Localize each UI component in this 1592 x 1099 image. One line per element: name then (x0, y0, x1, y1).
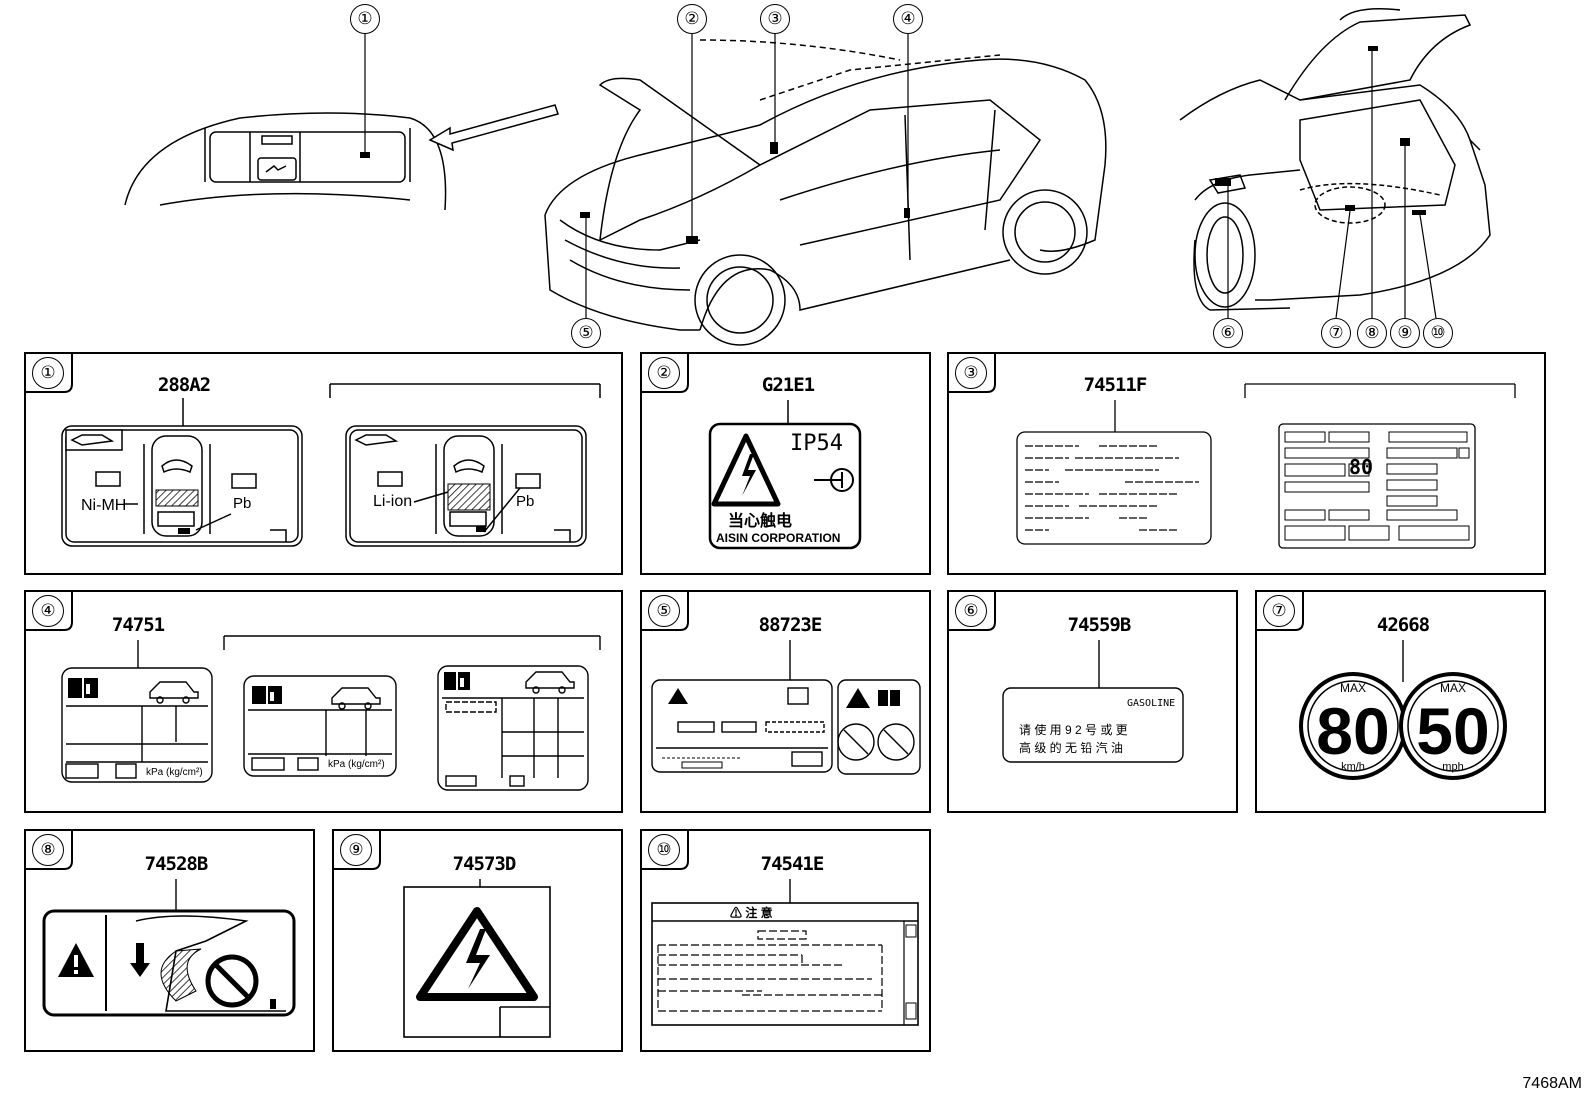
panel-74573D: ⑨ 74573D (332, 829, 623, 1052)
fuel-type-text: GASOLINE (1127, 698, 1175, 709)
part-number: G21E1 (761, 374, 815, 396)
speed-limit-label-drawing: MAX 80 km/h MAX 50 mph (1299, 640, 1507, 780)
tailgate-warning-label-drawing (42, 879, 296, 1017)
panel-74559B: ⑥ 74559B GASOLINE 请 使 用 9 2 号 或 更 高 级 的 … (947, 590, 1238, 813)
part-number: 74528B (144, 853, 209, 875)
airbag-label-drawing (651, 640, 921, 775)
callout-4: ④ (893, 4, 923, 34)
caution-header: ⚠ 注 意 (730, 905, 773, 920)
label-spot-1 (360, 152, 370, 158)
unit-mph: mph (1442, 761, 1463, 773)
battery-text-liion: Li-ion (373, 493, 412, 510)
part-number: 74511F (1083, 374, 1148, 396)
speed-kmh: 80 (1316, 694, 1389, 768)
panel-42668: ⑦ 42668 MAX 80 km/h MAX 50 mph (1255, 590, 1546, 813)
front-car-view (544, 30, 1107, 346)
battery-text-pb-right: Pb (516, 493, 534, 510)
vehicle-info-label-drawing: 80 (1016, 383, 1516, 549)
max-text-mph: MAX (1440, 681, 1466, 695)
ip-rating: IP54 (790, 431, 843, 456)
pressure-unit-b: kPa (kg/cm²) (328, 759, 385, 770)
fuel-line-2: 高 级 的 无 铅 汽 油 (1019, 740, 1123, 755)
panel-74541E: ⑩ 74541E ⚠ 注 意 (640, 829, 931, 1052)
battery-label-drawing: Ni-MH Pb Li-ion Pb (61, 383, 601, 547)
panel-number: ⑦ (1263, 595, 1295, 627)
panel-88723E: ⑤ 88723E (640, 590, 931, 813)
panel-G21E1: ② G21E1 IP54 当心触电 AISIN CORPORATION (640, 352, 931, 575)
pressure-unit-a: kPa (kg/cm²) (146, 767, 203, 778)
callout-6: ⑥ (1213, 318, 1243, 348)
panel-number: ⑨ (340, 834, 372, 866)
panel-74511F: ③ 74511F 80 (947, 352, 1546, 575)
high-voltage-label-drawing: IP54 当心触电 AISIN CORPORATION (708, 400, 862, 550)
callout-9: ⑨ (1390, 318, 1420, 348)
panel-number: ⑤ (648, 595, 680, 627)
svg-text:80: 80 (1349, 455, 1373, 479)
panel-number: ③ (955, 357, 987, 389)
part-number: 74751 (111, 614, 165, 636)
part-number: 74541E (760, 853, 825, 875)
unit-kmh: km/h (1341, 761, 1365, 773)
fuel-line-1: 请 使 用 9 2 号 或 更 (1019, 722, 1128, 737)
speed-mph: 50 (1416, 694, 1489, 768)
callout-7: ⑦ (1321, 318, 1351, 348)
panel-number: ⑩ (648, 834, 680, 866)
manufacturer-text: AISIN CORPORATION (716, 531, 840, 545)
panel-number: ⑥ (955, 595, 987, 627)
max-text-kmh: MAX (1340, 681, 1366, 695)
part-number: 74559B (1067, 614, 1132, 636)
part-number: 42668 (1376, 614, 1430, 636)
panel-number: ⑧ (32, 834, 64, 866)
panel-74528B: ⑧ 74528B (24, 829, 315, 1052)
battery-text-pb-left: Pb (233, 495, 251, 512)
panel-number: ① (32, 357, 64, 389)
tire-pressure-labels-drawing: kPa (kg/cm²) kPa (kg/cm²) (61, 635, 601, 791)
callout-10: ⑩ (1423, 318, 1453, 348)
rear-car-view (1179, 8, 1491, 319)
shock-warning-label-drawing (403, 879, 551, 1038)
interior-console-view (124, 30, 559, 211)
battery-text-nimh: Ni-MH (81, 497, 126, 514)
diagram-code: 7468AM (1522, 1075, 1582, 1092)
callout-3: ③ (760, 4, 790, 34)
part-number: 74573D (452, 853, 517, 875)
part-number: 88723E (758, 614, 823, 636)
fuel-label-drawing: GASOLINE 请 使 用 9 2 号 或 更 高 级 的 无 铅 汽 油 (1002, 640, 1184, 763)
panel-number: ④ (32, 595, 64, 627)
caution-label-drawing: ⚠ 注 意 (651, 879, 919, 1026)
callout-2: ② (677, 4, 707, 34)
panel-number: ② (648, 357, 680, 389)
callout-1: ① (350, 4, 380, 34)
callout-8: ⑧ (1357, 318, 1387, 348)
callout-5: ⑤ (571, 318, 601, 348)
warning-text-cn: 当心触电 (728, 511, 792, 530)
panel-288A2: ① 288A2 (24, 352, 623, 575)
panel-74751: ④ 74751 (24, 590, 623, 813)
part-number: 288A2 (157, 374, 211, 396)
